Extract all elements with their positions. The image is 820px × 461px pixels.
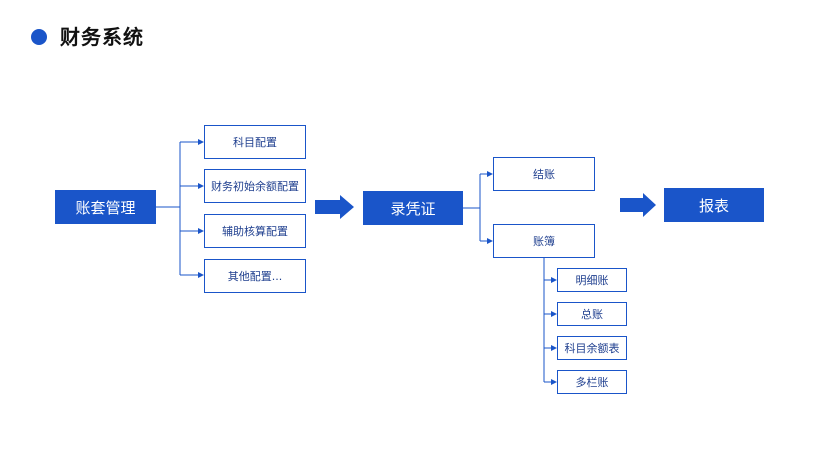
node-ledger-item: 科目余额表 [557,336,627,360]
node-report: 报表 [664,188,764,222]
node-closing: 结账 [493,157,595,191]
page-title: 财务系统 [60,25,144,49]
node-config-item: 辅助核算配置 [204,214,306,248]
node-account-set: 账套管理 [55,190,156,224]
node-voucher-entry: 录凭证 [363,191,463,225]
title-dot-icon [31,29,47,45]
node-config-item: 其他配置... [204,259,306,293]
node-ledger-item: 明细账 [557,268,627,292]
node-config-item: 科目配置 [204,125,306,159]
flow-arrow-icon [315,195,354,219]
flow-arrow-icon [620,193,656,217]
node-config-item: 财务初始余额配置 [204,169,306,203]
node-ledger-item: 多栏账 [557,370,627,394]
node-ledger-item: 总账 [557,302,627,326]
node-ledger: 账簿 [493,224,595,258]
